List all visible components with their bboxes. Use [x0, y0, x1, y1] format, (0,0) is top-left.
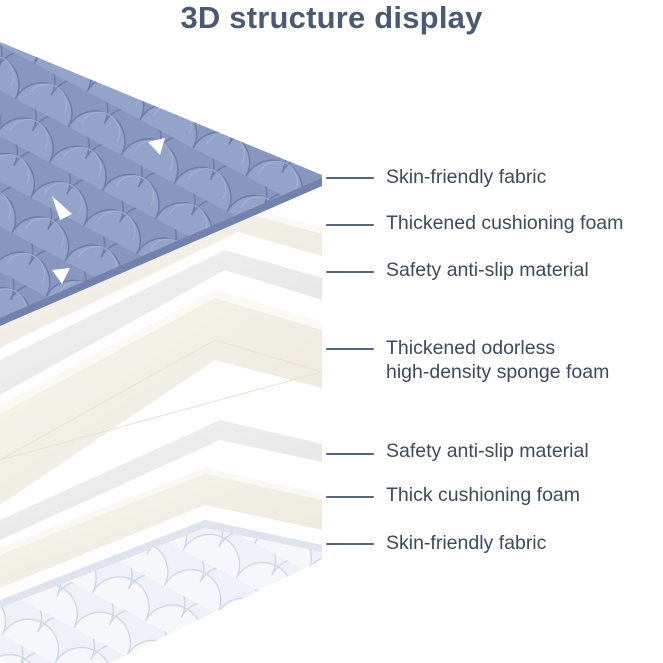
layer-sponge-foam — [0, 290, 324, 505]
label-top-fabric: Skin-friendly fabric — [386, 166, 547, 188]
leader-line — [326, 496, 374, 498]
layer-bottom-fabric — [0, 520, 322, 663]
layer-cushion-foam — [0, 205, 322, 348]
arrow-marker-icon — [52, 196, 72, 220]
leader-line — [326, 224, 374, 226]
leader-line — [326, 453, 374, 455]
label-sponge-foam-line2: high-density sponge foam — [386, 361, 610, 383]
layer-top-fabric — [0, 42, 322, 326]
leader-line — [326, 271, 374, 273]
label-antislip-lower: Safety anti-slip material — [386, 440, 589, 462]
page-title: 3D structure display — [180, 0, 483, 35]
arrow-marker-icon — [52, 268, 70, 284]
label-antislip-upper: Safety anti-slip material — [386, 259, 589, 281]
label-thick-foam: Thick cushioning foam — [386, 484, 581, 506]
leader-line — [326, 348, 374, 350]
label-bottom-fabric: Skin-friendly fabric — [386, 532, 547, 554]
arrow-marker-icon — [148, 138, 165, 155]
leader-line — [326, 543, 374, 545]
label-cushion-foam: Thickened cushioning foam — [386, 212, 624, 234]
layer-thick-foam — [0, 468, 322, 588]
leader-line — [326, 177, 374, 179]
label-sponge-foam-line1: Thickened odorless — [386, 337, 556, 359]
